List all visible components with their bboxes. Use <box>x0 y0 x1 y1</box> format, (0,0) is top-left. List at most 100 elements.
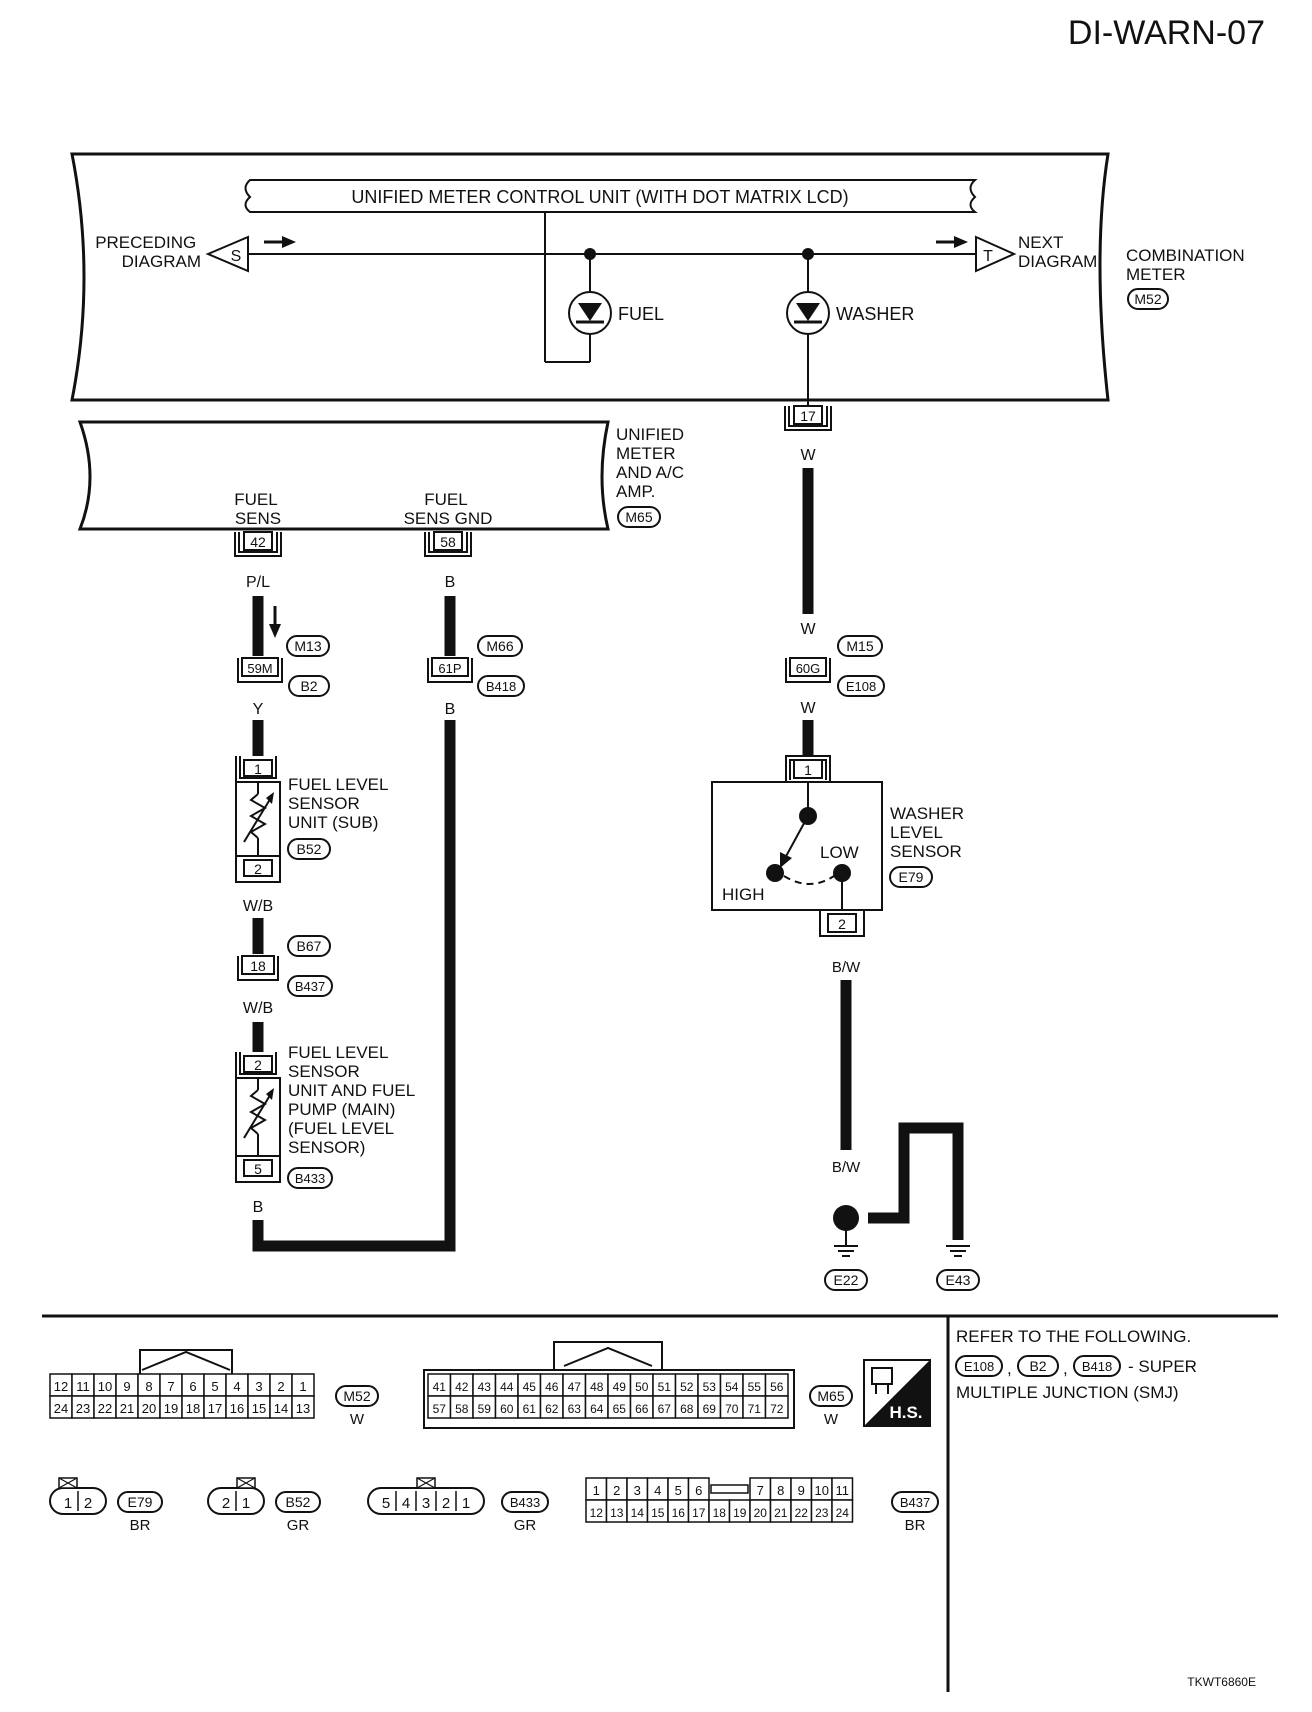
washer-indicator-led-icon <box>786 291 830 335</box>
connector-m65-tag <box>617 506 661 528</box>
connector-pin-number: 57 <box>433 1402 447 1416</box>
connector-pin-number: 51 <box>658 1380 672 1394</box>
fuel-sensor-sub-bottom-pin <box>235 856 281 883</box>
washer-level-sensor-body <box>711 781 883 911</box>
connector-pin-number: 50 <box>635 1380 649 1394</box>
connector-pin-number: 5 <box>211 1379 218 1394</box>
preceding-diagram-marker <box>205 235 249 273</box>
connector-b52-label: B52 <box>297 841 322 857</box>
connector-pin-number: 22 <box>795 1506 809 1520</box>
connector-pin-number: 15 <box>252 1401 266 1416</box>
pin-17-label: 17 <box>800 408 816 424</box>
connector-pin-number: 2 <box>277 1379 284 1394</box>
connector-b437-tag <box>287 975 333 997</box>
harness-side-badge-label: H.S. <box>889 1403 922 1422</box>
washer-indicator-label: WASHER <box>836 304 914 324</box>
fuel-sensor-main-pin-5: 5 <box>254 1161 262 1177</box>
connector-m65-key <box>553 1341 663 1370</box>
connector-pin-number: 7 <box>167 1379 174 1394</box>
wire-b-ground-return <box>252 720 456 1252</box>
wire-color-w-2: W <box>800 621 816 638</box>
connector-e79-label: E79 <box>899 869 924 885</box>
pin-42-label: 42 <box>250 534 266 550</box>
connector-pin-number: 69 <box>703 1402 717 1416</box>
connector-pin-number: 15 <box>651 1506 665 1520</box>
ground-e43-label: E43 <box>946 1272 971 1288</box>
ground-e43-icon <box>946 1245 970 1257</box>
wire-color-bw-2: B/W <box>832 1159 861 1176</box>
connector-pin-number: 17 <box>692 1506 706 1520</box>
connector-m66-label: M66 <box>486 638 513 654</box>
connector-pin-number: 3 <box>422 1495 430 1512</box>
ground-e22-label: E22 <box>834 1272 859 1288</box>
washer-sensor-bottom-pin <box>819 910 865 937</box>
connector-pin-number: 20 <box>754 1506 768 1520</box>
page-code: DI-WARN-07 <box>1068 14 1265 52</box>
wire-color-w-3: W <box>800 700 816 717</box>
connector-pin-number: 5 <box>675 1483 682 1498</box>
connector-pin-number: 2 <box>613 1483 620 1498</box>
fuel-sensor-sub-pin-2: 2 <box>254 861 262 877</box>
connector-b67-label: B67 <box>297 938 322 954</box>
junction-60g-label: 60G <box>796 661 821 676</box>
fuel-sens-label: FUEL SENS <box>234 490 282 528</box>
connector-pin-number: 71 <box>748 1402 762 1416</box>
connector-e108-label: E108 <box>846 679 876 694</box>
next-diagram-label: NEXT DIAGRAM <box>1018 233 1097 271</box>
connector-pin-number: 2 <box>222 1495 230 1512</box>
connector-pin-number: 13 <box>610 1506 624 1520</box>
wire-color-b-1: B <box>253 1199 264 1216</box>
ground-e22-icon <box>834 1245 858 1257</box>
connector-pin-17 <box>784 405 832 431</box>
connector-pin-number: 4 <box>654 1483 661 1498</box>
fuel-indicator-led-icon <box>568 291 612 335</box>
next-diagram-marker <box>975 235 1017 273</box>
washer-sensor-label: WASHER LEVEL SENSOR <box>890 804 969 861</box>
wire-color-b-3: B <box>445 701 456 718</box>
connector-pin-number: 59 <box>478 1402 492 1416</box>
connector-pin-number: 67 <box>658 1402 672 1416</box>
unified-meter-amp-frame <box>77 420 610 531</box>
junction-61p <box>427 657 473 683</box>
fuel-sens-gnd-label: FUEL SENS GND <box>404 490 493 528</box>
connector-pin-number: 41 <box>433 1380 447 1394</box>
signal-arrow-right-icon <box>936 236 968 248</box>
connector-pin-number: 53 <box>703 1380 717 1394</box>
connector-b433-tag <box>287 1167 333 1189</box>
connector-pin-number: 3 <box>255 1379 262 1394</box>
connector-m52-latch <box>141 1350 231 1371</box>
signal-arrow-right-icon <box>264 236 296 248</box>
next-marker-letter: T <box>983 248 993 265</box>
variable-resistor-icon <box>243 1078 274 1156</box>
connector-pin-number: 49 <box>613 1380 627 1394</box>
connector-pin-number: 55 <box>748 1380 762 1394</box>
connector-m15-label: M15 <box>846 638 873 654</box>
connector-view-b437-tag <box>891 1491 939 1513</box>
reference-title: REFER TO THE FOLLOWING. <box>956 1327 1191 1346</box>
connector-view-m52-tag <box>335 1385 379 1407</box>
connector-pin-number: 48 <box>590 1380 604 1394</box>
connector-m66-tag <box>477 635 523 657</box>
connector-pin-number: 43 <box>478 1380 492 1394</box>
combination-meter-frame <box>70 152 1110 402</box>
connector-pin-number: 65 <box>613 1402 627 1416</box>
fuel-indicator-label: FUEL <box>618 304 664 324</box>
connector-view-b437-id: B437 <box>900 1495 930 1510</box>
reference-conn-b2-tag <box>1017 1355 1059 1377</box>
connector-pin-number: 1 <box>242 1495 250 1512</box>
harness-side-badge-icon <box>863 1359 931 1427</box>
connector-m65-latch <box>563 1346 653 1367</box>
connector-view-b433-color: GR <box>514 1517 537 1534</box>
connector-pin-number: 20 <box>142 1401 156 1416</box>
connector-pin-number: 2 <box>84 1495 92 1512</box>
connector-pin-number: 1 <box>64 1495 72 1512</box>
connector-pin-number: 4 <box>233 1379 240 1394</box>
connector-pin-number: 9 <box>123 1379 130 1394</box>
connector-pin-number: 52 <box>680 1380 694 1394</box>
connector-view-b52-id: B52 <box>286 1494 311 1510</box>
connector-pin-number: 23 <box>815 1506 829 1520</box>
